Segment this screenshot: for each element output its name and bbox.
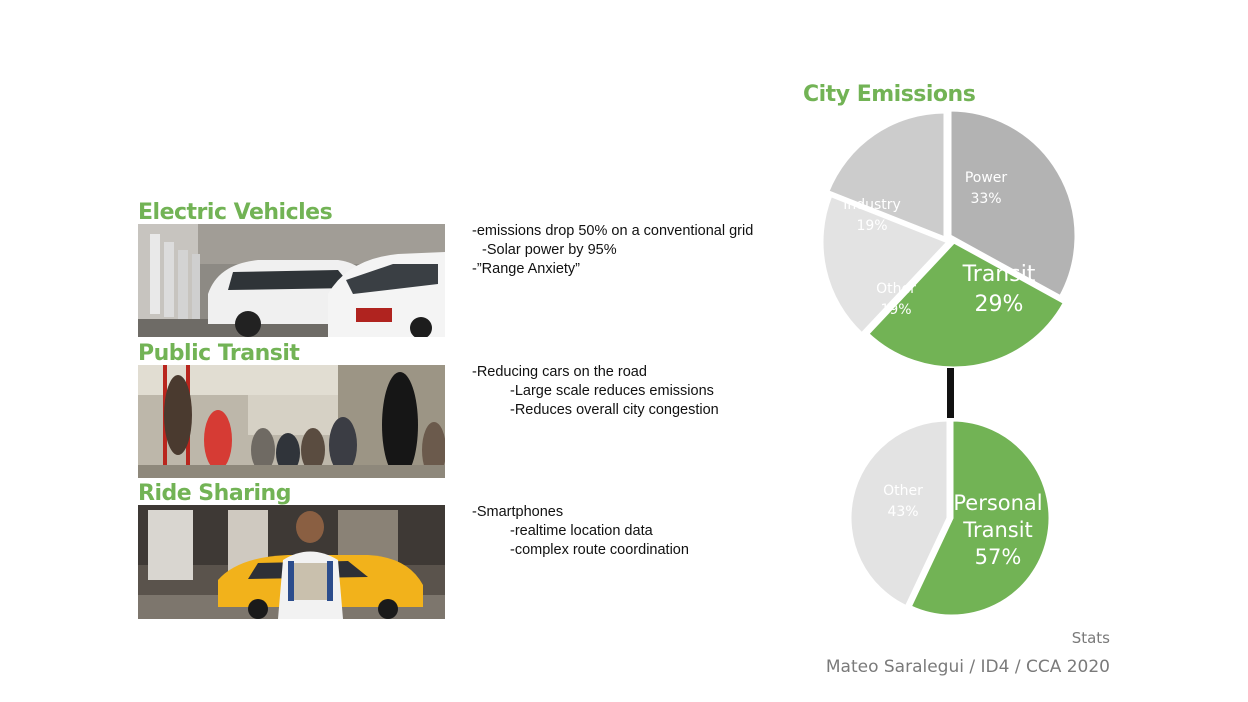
pt-note-3: -Reduces overall city congestion <box>510 402 719 418</box>
ev-note-1: -emissions drop 50% on a conventional gr… <box>472 223 754 239</box>
ev-note-3: -”Range Anxiety” <box>472 261 580 277</box>
rs-note-1: -Smartphones <box>472 504 564 520</box>
public-transit-notes: -Reducing cars on the road -Large scale … <box>472 363 719 420</box>
electric-vehicles-notes: -emissions drop 50% on a conventional gr… <box>472 222 753 279</box>
pie-slice-other <box>848 418 950 609</box>
pt-note-2: -Large scale reduces emissions <box>510 383 714 399</box>
pie-slice-personal-transit <box>908 418 1052 618</box>
ride-sharing-notes: -Smartphones -realtime location data -co… <box>472 503 689 560</box>
section-title-electric-vehicles: Electric Vehicles <box>138 200 333 225</box>
ev-note-2: -Solar power by 95% <box>482 242 617 258</box>
pie-slice-other <box>820 193 951 336</box>
rs-note-2: -realtime location data <box>510 523 653 539</box>
footer-label: Stats <box>1071 629 1110 647</box>
public-transit-photo <box>138 365 445 478</box>
electric-vehicles-photo <box>138 224 445 337</box>
chart-title-city-emissions: City Emissions <box>803 82 976 107</box>
pie-slice-power <box>948 108 1078 299</box>
pie-connector-line <box>947 368 954 418</box>
pie-slice-transit <box>865 240 1067 370</box>
section-title-public-transit: Public Transit <box>138 341 300 366</box>
pie-slice-industry <box>825 110 947 241</box>
rs-note-3: -complex route coordination <box>510 542 689 558</box>
footer-credit: Mateo Saralegui / ID4 / CCA 2020 <box>825 657 1110 677</box>
pt-note-1: -Reducing cars on the road <box>472 364 647 380</box>
ride-sharing-photo <box>138 505 445 619</box>
section-title-ride-sharing: Ride Sharing <box>138 481 291 506</box>
